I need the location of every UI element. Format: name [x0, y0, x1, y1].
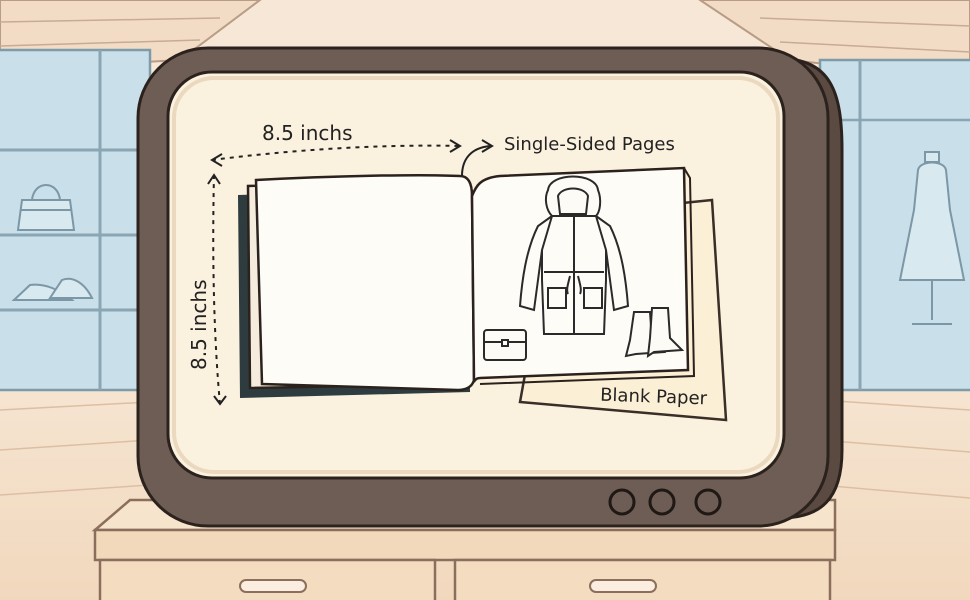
- clutch-bag-icon: [483, 329, 527, 361]
- knob-icon: [694, 488, 722, 516]
- ankle-boots-icon: [624, 307, 685, 359]
- left-window: [0, 48, 152, 392]
- tv-knobs: [608, 488, 722, 516]
- pages-label: Single-Sided Pages: [504, 134, 675, 155]
- handbag-icon: [16, 184, 76, 231]
- blank-paper-label: Blank Paper: [600, 385, 708, 410]
- dress-form-icon: [898, 151, 966, 325]
- hooded-coat-icon: [518, 175, 630, 335]
- height-label: 8.5 inchs: [187, 280, 211, 371]
- height-dimension: [207, 173, 227, 406]
- knob-icon: [608, 488, 636, 516]
- knob-icon: [648, 488, 676, 516]
- pages-pointer-arrow: [461, 139, 494, 177]
- width-label: 8.5 inchs: [262, 121, 353, 145]
- shoe-icon: [11, 277, 94, 301]
- width-dimension: [210, 139, 462, 167]
